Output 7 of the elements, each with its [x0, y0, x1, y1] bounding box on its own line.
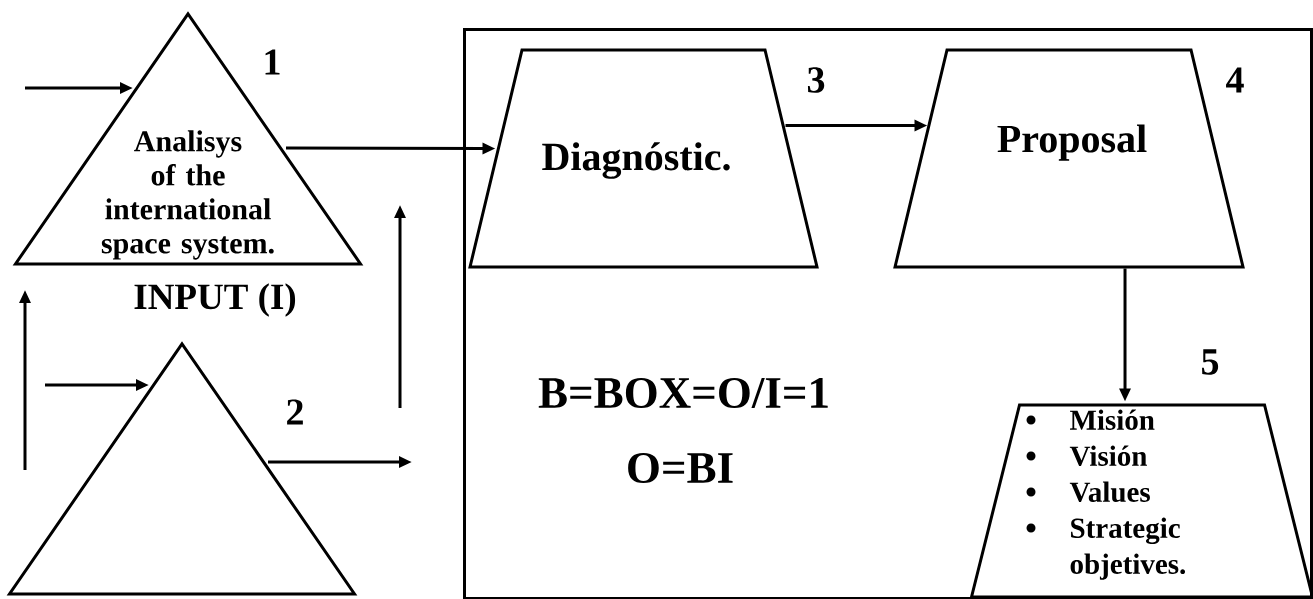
step-number: 5 — [1202, 349, 1219, 375]
step-number: 1 — [265, 49, 280, 75]
step-number: 4 — [1226, 67, 1244, 93]
equation: O=BI — [628, 452, 733, 484]
input-label: INPUT (I) — [134, 283, 296, 317]
step-number: 2 — [287, 399, 303, 425]
equation: B=BOX=O/I=1 — [538, 377, 828, 409]
